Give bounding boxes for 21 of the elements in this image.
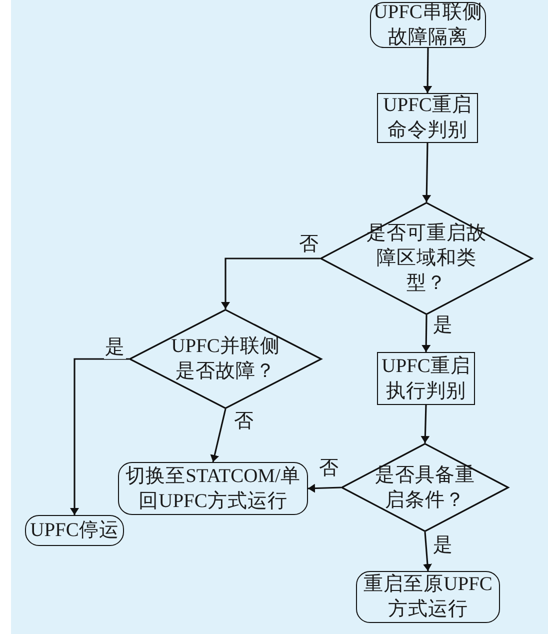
terminal-box: UPFC停运 xyxy=(25,515,124,546)
arrow xyxy=(211,408,226,462)
terminal-box: 切换至STATCOM/单回UPFC方式运行 xyxy=(118,462,308,515)
process-box: UPFC重启命令判别 xyxy=(377,93,478,143)
arrow xyxy=(422,404,429,444)
arrow xyxy=(423,142,430,202)
process-box: UPFC重启执行判别 xyxy=(377,352,475,405)
arrow xyxy=(71,358,129,515)
arrow xyxy=(424,532,431,572)
decision-diamond: 是否具备重启条件？ xyxy=(341,443,509,532)
arrow xyxy=(422,314,430,352)
edge-label: 是 xyxy=(432,535,454,557)
terminal-box: UPFC串联侧故障隔离 xyxy=(370,2,486,48)
edge-label: 是 xyxy=(104,337,126,359)
arrow xyxy=(308,484,342,492)
arrow xyxy=(222,258,320,309)
decision-diamond: 是否可重启故障区域和类型？ xyxy=(320,202,533,315)
terminal-box: 重启至原UPFC方式运行 xyxy=(356,571,500,623)
edge-label: 是 xyxy=(432,315,454,337)
arrow xyxy=(424,48,432,93)
decision-diamond: UPFC并联侧是否故障？ xyxy=(129,309,322,409)
